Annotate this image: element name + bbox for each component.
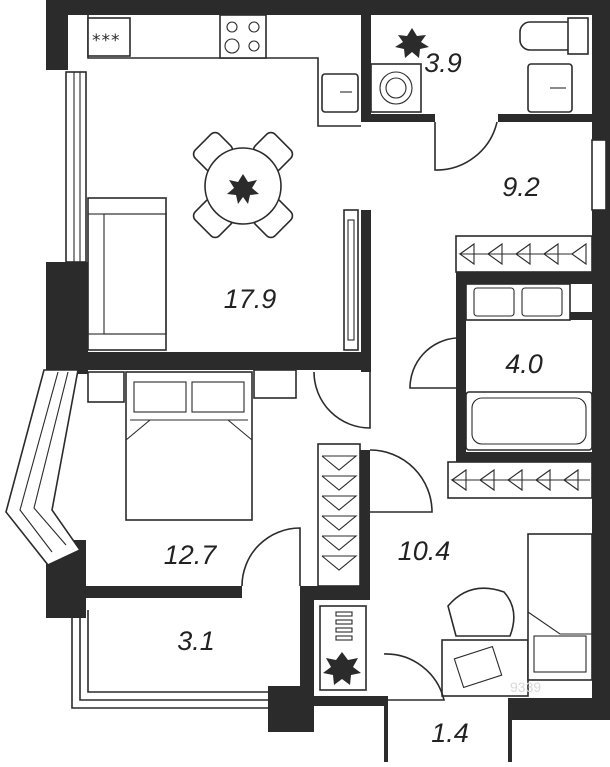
door-kitchen	[313, 371, 371, 429]
kitchen-counter: ***	[87, 14, 361, 127]
door-bedroom	[241, 527, 301, 587]
washing-machine	[370, 63, 422, 113]
area-hallway: 9.2	[502, 172, 540, 202]
watermark: 9339	[510, 679, 541, 695]
area-corridor: 10.4	[398, 536, 451, 566]
door-entrance	[383, 653, 446, 701]
area-loggia: 3.1	[177, 626, 215, 656]
window-hallway	[591, 139, 607, 211]
door-bath-small	[434, 121, 498, 171]
wardrobe-corridor	[447, 461, 593, 499]
plant-icon-bath	[395, 28, 429, 58]
hood-symbol: ***	[92, 31, 121, 51]
window-bedroom-bay	[5, 369, 82, 566]
door-bathroom	[409, 337, 457, 389]
sofa	[87, 197, 167, 351]
sink-icon	[527, 63, 573, 113]
wardrobe-hallway	[455, 235, 593, 273]
door-corridor	[369, 449, 433, 513]
bathtub	[465, 391, 593, 451]
area-bathroom-small: 3.9	[424, 48, 462, 78]
plant-icon-loggia	[323, 652, 361, 685]
window-loggia	[71, 610, 268, 709]
toilet-icon	[519, 17, 589, 55]
wardrobe-bedroom	[317, 443, 361, 587]
area-bedroom: 12.7	[164, 540, 218, 570]
desk	[441, 639, 529, 697]
plant-icon	[227, 174, 259, 204]
window-kitchen	[65, 71, 87, 263]
area-bathroom: 4.0	[505, 349, 543, 379]
desk-chair	[447, 587, 515, 637]
double-sink	[465, 283, 571, 321]
tv-stand	[343, 209, 359, 351]
bed	[125, 371, 253, 521]
area-living-kitchen: 17.9	[224, 284, 277, 314]
walls	[46, 0, 610, 762]
single-bed	[527, 533, 593, 681]
dining-table	[192, 131, 294, 239]
area-vestibule: 1.4	[431, 718, 469, 748]
